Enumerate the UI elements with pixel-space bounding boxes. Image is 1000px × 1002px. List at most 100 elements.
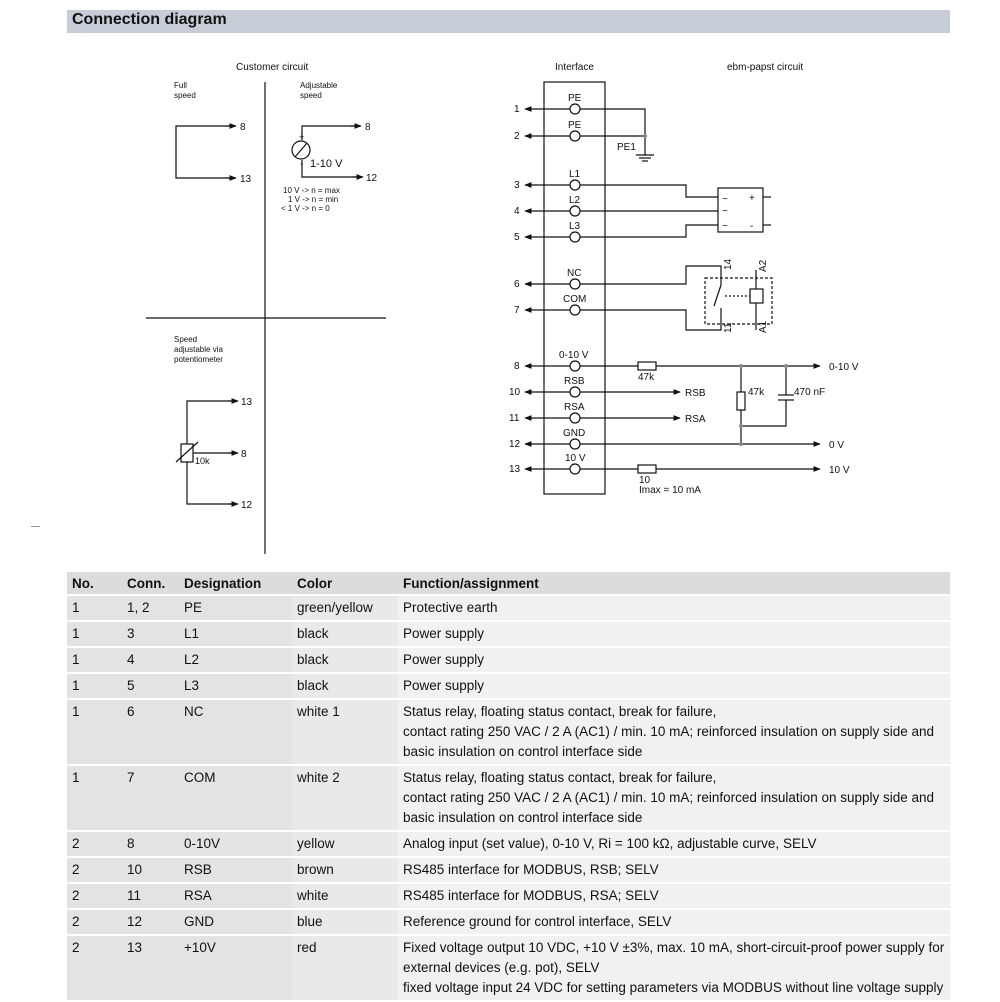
cell-color: brown <box>292 858 398 882</box>
relay-pin-11: 11 <box>723 322 734 333</box>
stray-dash <box>31 526 40 527</box>
terminal-num-12: 12 <box>509 439 521 450</box>
ebm-circuit-heading: ebm-papst circuit <box>727 62 803 73</box>
full-speed-label-2: speed <box>174 91 196 100</box>
cell-color: white 1 <box>292 700 398 764</box>
header-designation: Designation <box>179 572 292 594</box>
cell-color: black <box>292 674 398 698</box>
rectifier-plus: + <box>749 193 755 204</box>
cell-no: 2 <box>67 936 122 1000</box>
connection-diagram: Customer circuit Full speed Adjustable s… <box>146 62 859 554</box>
relay-pin-a2: A2 <box>758 259 769 272</box>
function-line: Protective earth <box>403 600 498 615</box>
function-line: basic insulation on control interface si… <box>403 744 643 759</box>
terminal-num-7: 7 <box>514 305 520 316</box>
cell-no: 1 <box>67 766 122 830</box>
pin-8-adjustable: 8 <box>365 122 371 133</box>
pin-13-pot: 13 <box>241 397 253 408</box>
terminal-label-10v: 10 V <box>565 453 586 464</box>
table-header-row: No. Conn. Designation Color Function/ass… <box>67 572 950 594</box>
function-line: Power supply <box>403 626 485 641</box>
cell-conn: 6 <box>122 700 179 764</box>
terminal-num-13: 13 <box>509 464 521 475</box>
terminal-label-pe-1: PE <box>568 93 582 104</box>
note-max: 10 V -> n = max <box>283 186 340 195</box>
cell-conn: 11 <box>122 884 179 908</box>
terminal-label-010v: 0-10 V <box>559 350 589 361</box>
pot-title-2: adjustable via <box>174 345 223 354</box>
function-line: basic insulation on control interface si… <box>403 810 643 825</box>
resistor-47k-series <box>637 361 657 371</box>
function-line: external devices (e.g. pot), SELV <box>403 960 600 975</box>
terminal-num-8: 8 <box>514 361 520 372</box>
terminal-label-com: COM <box>563 294 586 305</box>
note-min: 1 V -> n = min <box>288 195 338 204</box>
function-line: Power supply <box>403 678 485 693</box>
pin-8-pot: 8 <box>241 449 247 460</box>
cell-designation: NC <box>179 700 292 764</box>
cell-function: Protective earth <box>398 596 950 620</box>
terminal-label-rsa: RSA <box>564 402 585 413</box>
cell-function: RS485 interface for MODBUS, RSB; SELV <box>398 858 950 882</box>
terminal-num-1: 1 <box>514 104 520 115</box>
cell-conn: 10 <box>122 858 179 882</box>
full-speed-label-1: Full <box>174 81 187 90</box>
cell-conn: 3 <box>122 622 179 646</box>
cell-designation: GND <box>179 910 292 934</box>
adjustable-speed-label-1: Adjustable <box>300 81 338 90</box>
cell-color: white <box>292 884 398 908</box>
cell-color: green/yellow <box>292 596 398 620</box>
cell-color: black <box>292 648 398 672</box>
interface-labels: Interface ebm-papst circuit 1 2 3 4 5 6 … <box>509 62 859 496</box>
terminal-label-gnd: GND <box>563 428 585 439</box>
terminal-num-3: 3 <box>514 180 520 191</box>
customer-circuit-labels: Customer circuit Full speed Adjustable s… <box>174 62 378 511</box>
pin-12-pot: 12 <box>241 500 253 511</box>
cell-no: 1 <box>67 622 122 646</box>
cell-designation: COM <box>179 766 292 830</box>
output-rsb-label: RSB <box>685 388 706 399</box>
rectifier-minus: - <box>750 221 753 232</box>
function-line: Power supply <box>403 652 485 667</box>
minus-sign: - <box>300 159 303 170</box>
customer-circuit <box>146 82 386 554</box>
function-line: Analog input (set value), 0-10 V, Ri = 1… <box>403 836 817 851</box>
function-line: Status relay, floating status contact, b… <box>403 704 717 719</box>
rectifier-block <box>717 187 764 233</box>
relay-coil <box>749 288 764 304</box>
plus-sign: + <box>299 132 304 142</box>
resistor-10-label: 10 <box>639 475 651 486</box>
junction-dots <box>643 134 788 446</box>
terminal-num-4: 4 <box>514 206 520 217</box>
cell-no: 1 <box>67 674 122 698</box>
terminal-num-11: 11 <box>509 413 520 424</box>
function-line: Reference ground for control interface, … <box>403 914 672 929</box>
capacitor-label: 470 nF <box>794 387 825 398</box>
terminal-circles <box>569 103 581 475</box>
adjustable-speed-label-2: speed <box>300 91 322 100</box>
relay-pin-a1: A1 <box>758 320 769 333</box>
function-line: RS485 interface for MODBUS, RSB; SELV <box>403 862 659 877</box>
cell-conn: 5 <box>122 674 179 698</box>
cell-function: Power supply <box>398 674 950 698</box>
cell-no: 2 <box>67 858 122 882</box>
cell-color: red <box>292 936 398 1000</box>
cell-designation: L1 <box>179 622 292 646</box>
interface-heading: Interface <box>555 62 594 73</box>
section-title: Connection diagram <box>72 11 227 28</box>
connection-table: No. Conn. Designation Color Function/ass… <box>67 570 950 1002</box>
cell-function: RS485 interface for MODBUS, RSA; SELV <box>398 884 950 908</box>
output-010v-label: 0-10 V <box>829 362 859 373</box>
terminal-label-l1: L1 <box>569 169 581 180</box>
cell-designation: L2 <box>179 648 292 672</box>
cell-no: 2 <box>67 884 122 908</box>
interface-block <box>543 81 606 495</box>
resistor-10 <box>637 464 657 474</box>
cell-designation: L3 <box>179 674 292 698</box>
pin-13-full: 13 <box>240 174 252 185</box>
